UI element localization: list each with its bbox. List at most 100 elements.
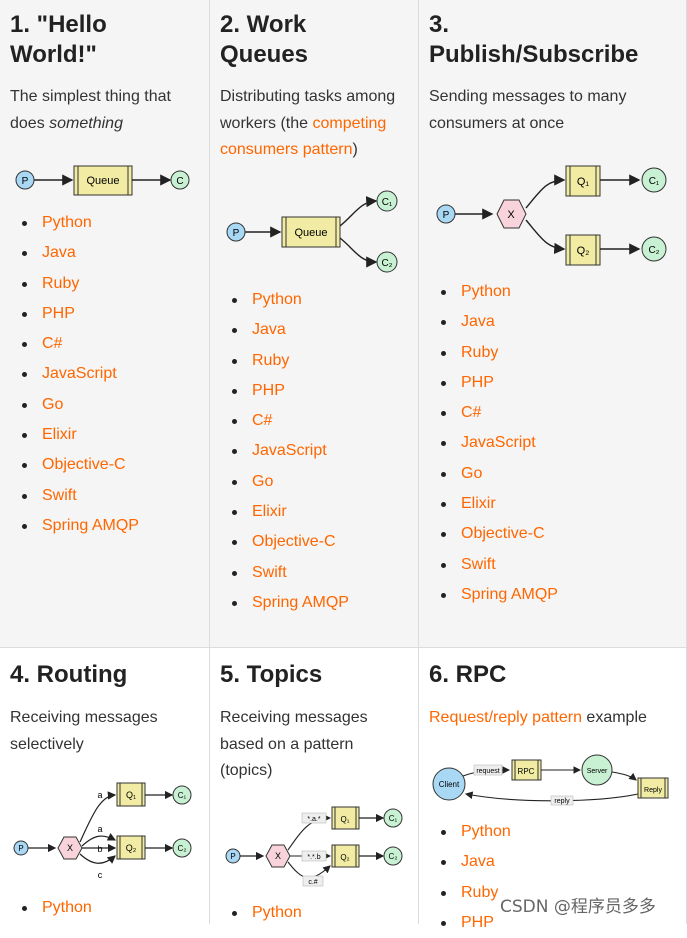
svg-text:Q₂: Q₂ xyxy=(126,843,137,853)
language-link[interactable]: Elixir xyxy=(232,497,349,527)
language-link[interactable]: C# xyxy=(441,398,558,428)
language-link[interactable]: Objective-C xyxy=(232,527,349,557)
consumer-2-node xyxy=(641,236,667,262)
svg-text:Client: Client xyxy=(439,780,460,789)
hello-world-diagram: P Queue C xyxy=(15,165,190,196)
language-link[interactable]: Python xyxy=(232,285,349,315)
language-link[interactable]: Swift xyxy=(441,550,558,580)
language-link[interactable]: C# xyxy=(22,329,139,359)
language-link[interactable]: Go xyxy=(22,390,139,420)
language-link[interactable]: JavaScript xyxy=(441,428,558,458)
language-link[interactable]: Elixir xyxy=(441,489,558,519)
consumer-label: C xyxy=(176,176,183,187)
svg-text:b: b xyxy=(97,844,102,854)
language-link[interactable]: Go xyxy=(232,467,349,497)
language-link[interactable]: JavaScript xyxy=(22,359,139,389)
arrow xyxy=(525,219,566,255)
language-link[interactable]: PHP xyxy=(441,368,558,398)
language-link[interactable]: C# xyxy=(232,406,349,436)
language-link[interactable]: Ruby xyxy=(441,338,558,368)
svg-text:Q₁: Q₁ xyxy=(126,790,136,800)
svg-text:C₁: C₁ xyxy=(649,176,660,187)
language-link[interactable]: Ruby xyxy=(232,346,349,376)
language-link[interactable]: PHP xyxy=(232,376,349,406)
tutorial-card-publish-subscribe: 3. Publish/Subscribe Sending messages to… xyxy=(419,0,687,648)
tutorial-card-work-queues: 2. Work Queues Distributing tasks among … xyxy=(210,0,419,648)
language-list: Python xyxy=(220,898,302,928)
svg-text:X: X xyxy=(507,209,515,221)
language-link[interactable]: JavaScript xyxy=(232,436,349,466)
svg-text:*.*.b: *.*.b xyxy=(307,854,320,861)
language-link[interactable]: Spring AMQP xyxy=(22,511,139,541)
tutorial-description: Sending messages to many consumers at on… xyxy=(429,88,627,132)
watermark: CSDN @程序员多多 xyxy=(500,897,656,917)
tutorial-title: 5. Topics xyxy=(220,661,323,688)
language-link[interactable]: PHP xyxy=(22,299,139,329)
work-queues-diagram: P Queue C₁ C₂ xyxy=(226,190,398,273)
consumer-2-node xyxy=(376,251,398,273)
language-link[interactable]: Go xyxy=(441,459,558,489)
tutorial-description: Distributing tasks among workers (the co… xyxy=(220,88,396,159)
server-node xyxy=(581,754,613,786)
tutorial-description: Request/reply pattern example xyxy=(429,709,647,726)
svg-text:Q₁: Q₁ xyxy=(341,815,350,824)
language-link[interactable]: Python xyxy=(22,893,92,923)
svg-text:C₁: C₁ xyxy=(389,814,398,823)
reply-queue-node xyxy=(637,777,669,799)
svg-text:Q₂: Q₂ xyxy=(577,245,590,257)
svg-text:P: P xyxy=(233,228,240,239)
queue-2-node xyxy=(565,234,601,266)
language-link[interactable]: Spring AMQP xyxy=(441,580,558,610)
language-link[interactable]: Python xyxy=(441,277,558,307)
request-reply-link[interactable]: Request/reply pattern xyxy=(429,709,582,726)
tutorial-title: 2. Work Queues xyxy=(220,11,309,68)
language-link[interactable]: Python xyxy=(232,898,302,928)
svg-text:request: request xyxy=(476,768,499,775)
arrow xyxy=(525,174,566,209)
consumer-1-node xyxy=(172,785,192,805)
language-link[interactable]: Ruby xyxy=(441,878,511,908)
svg-text:Q₁: Q₁ xyxy=(577,176,590,188)
topics-diagram: P X *.a.* *.*.b c.# Q₁ Q₂ C₁ C₂ xyxy=(225,806,403,887)
language-link[interactable]: Java xyxy=(441,307,558,337)
language-link[interactable]: Elixir xyxy=(22,420,139,450)
language-link[interactable]: Java xyxy=(232,315,349,345)
consumer-2-node xyxy=(172,838,192,858)
queue-node xyxy=(281,216,341,248)
language-link[interactable]: Java xyxy=(441,847,511,877)
language-list: Python xyxy=(10,893,92,923)
svg-text:Reply: Reply xyxy=(644,787,662,794)
svg-text:Queue: Queue xyxy=(294,227,327,239)
rpc-diagram: Client request RPC Server Reply reply xyxy=(432,754,669,806)
queue-label: Queue xyxy=(86,175,119,187)
tutorial-card-rpc: 6. RPC Request/reply pattern example Cli… xyxy=(419,648,687,931)
language-link[interactable]: Objective-C xyxy=(22,450,139,480)
language-link[interactable]: Swift xyxy=(22,481,139,511)
language-link[interactable]: Spring AMQP xyxy=(232,588,349,618)
svg-text:P: P xyxy=(443,210,450,221)
language-link[interactable]: Python xyxy=(441,817,511,847)
language-link[interactable]: Python xyxy=(22,208,139,238)
language-link[interactable]: Java xyxy=(22,238,139,268)
svg-text:RPC: RPC xyxy=(518,767,535,776)
svg-text:C₂: C₂ xyxy=(381,258,392,269)
tutorial-title: 1. "Hello World!" xyxy=(10,11,107,68)
tutorial-description: Receiving messages based on a pattern (t… xyxy=(220,709,368,779)
tutorial-description: The simplest thing that does something xyxy=(10,88,171,132)
language-link[interactable]: Objective-C xyxy=(441,519,558,549)
svg-text:C₁: C₁ xyxy=(382,197,393,208)
svg-text:c: c xyxy=(98,870,103,880)
svg-text:C₂: C₂ xyxy=(389,852,398,861)
client-node xyxy=(432,767,466,801)
language-link[interactable]: Ruby xyxy=(22,269,139,299)
language-link[interactable]: Swift xyxy=(232,558,349,588)
competing-consumers-link[interactable]: competing consumers pattern xyxy=(220,114,387,159)
tutorial-title: 3. Publish/Subscribe xyxy=(429,11,639,68)
svg-text:X: X xyxy=(275,851,281,861)
tutorial-description: Receiving messages selectively xyxy=(10,709,158,753)
